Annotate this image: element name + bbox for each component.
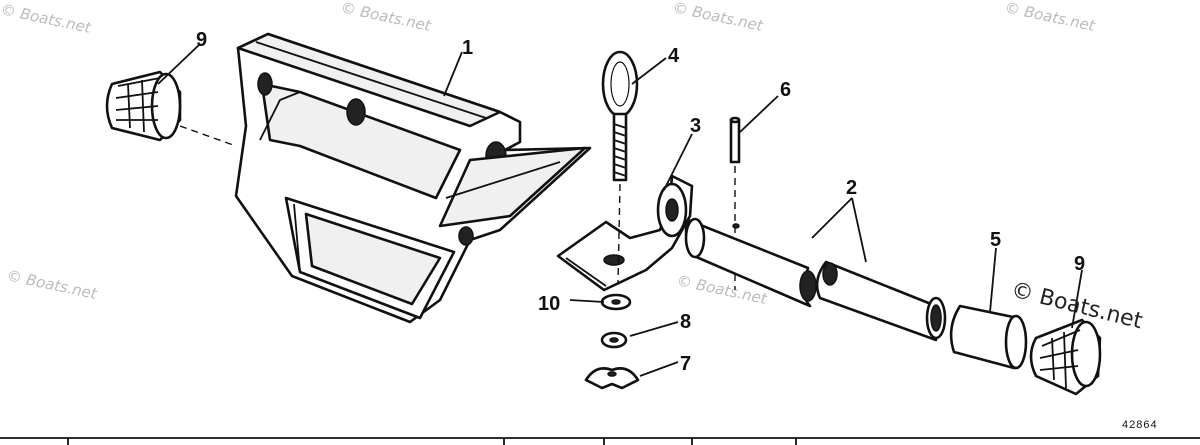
watermark: © Boats.net: [671, 0, 765, 35]
part-3-clip-bracket: [556, 174, 694, 292]
leader-9-left-dash: [179, 125, 237, 147]
callout-4: 4: [668, 45, 680, 67]
part-9-knob-right: [1029, 318, 1102, 396]
parts-table-header: [0, 437, 1200, 445]
part-2-tube-b: [815, 260, 947, 342]
callout-5: 5: [990, 229, 1001, 251]
part-6-pin: [729, 116, 741, 164]
callout-6: 6: [780, 79, 791, 101]
part-2-tube-a: [684, 217, 817, 308]
callout-8: 8: [680, 311, 691, 333]
watermark: © Boats.net: [5, 266, 99, 303]
callout-3: 3: [690, 115, 701, 137]
callout-leaders: [157, 43, 1083, 377]
callout-9-left: 9: [196, 29, 207, 51]
watermark: © Boats.net: [0, 0, 94, 37]
leader-4-dash: [617, 183, 621, 285]
callout-2: 2: [846, 177, 857, 199]
figure-number: 42864: [1122, 419, 1158, 431]
part-8-washer: [600, 331, 628, 349]
callout-1: 1: [462, 37, 473, 59]
callout-numbers: 9 1 4 3 6 2 5 9 10 8 7: [196, 29, 1085, 375]
part-4-eye-bolt: [601, 50, 639, 182]
callout-7: 7: [680, 353, 691, 375]
callout-10: 10: [538, 293, 560, 315]
part-5-sleeve: [949, 304, 1028, 370]
watermark: © Boats.net: [339, 0, 433, 35]
watermark: © Boats.net: [1003, 0, 1097, 35]
part-7-wing-nut: [584, 367, 640, 390]
part-1-transom-bracket: [234, 32, 592, 324]
part-10-washer: [600, 293, 632, 311]
callout-9-right: 9: [1074, 253, 1085, 275]
part-9-knob-left: [105, 70, 182, 142]
